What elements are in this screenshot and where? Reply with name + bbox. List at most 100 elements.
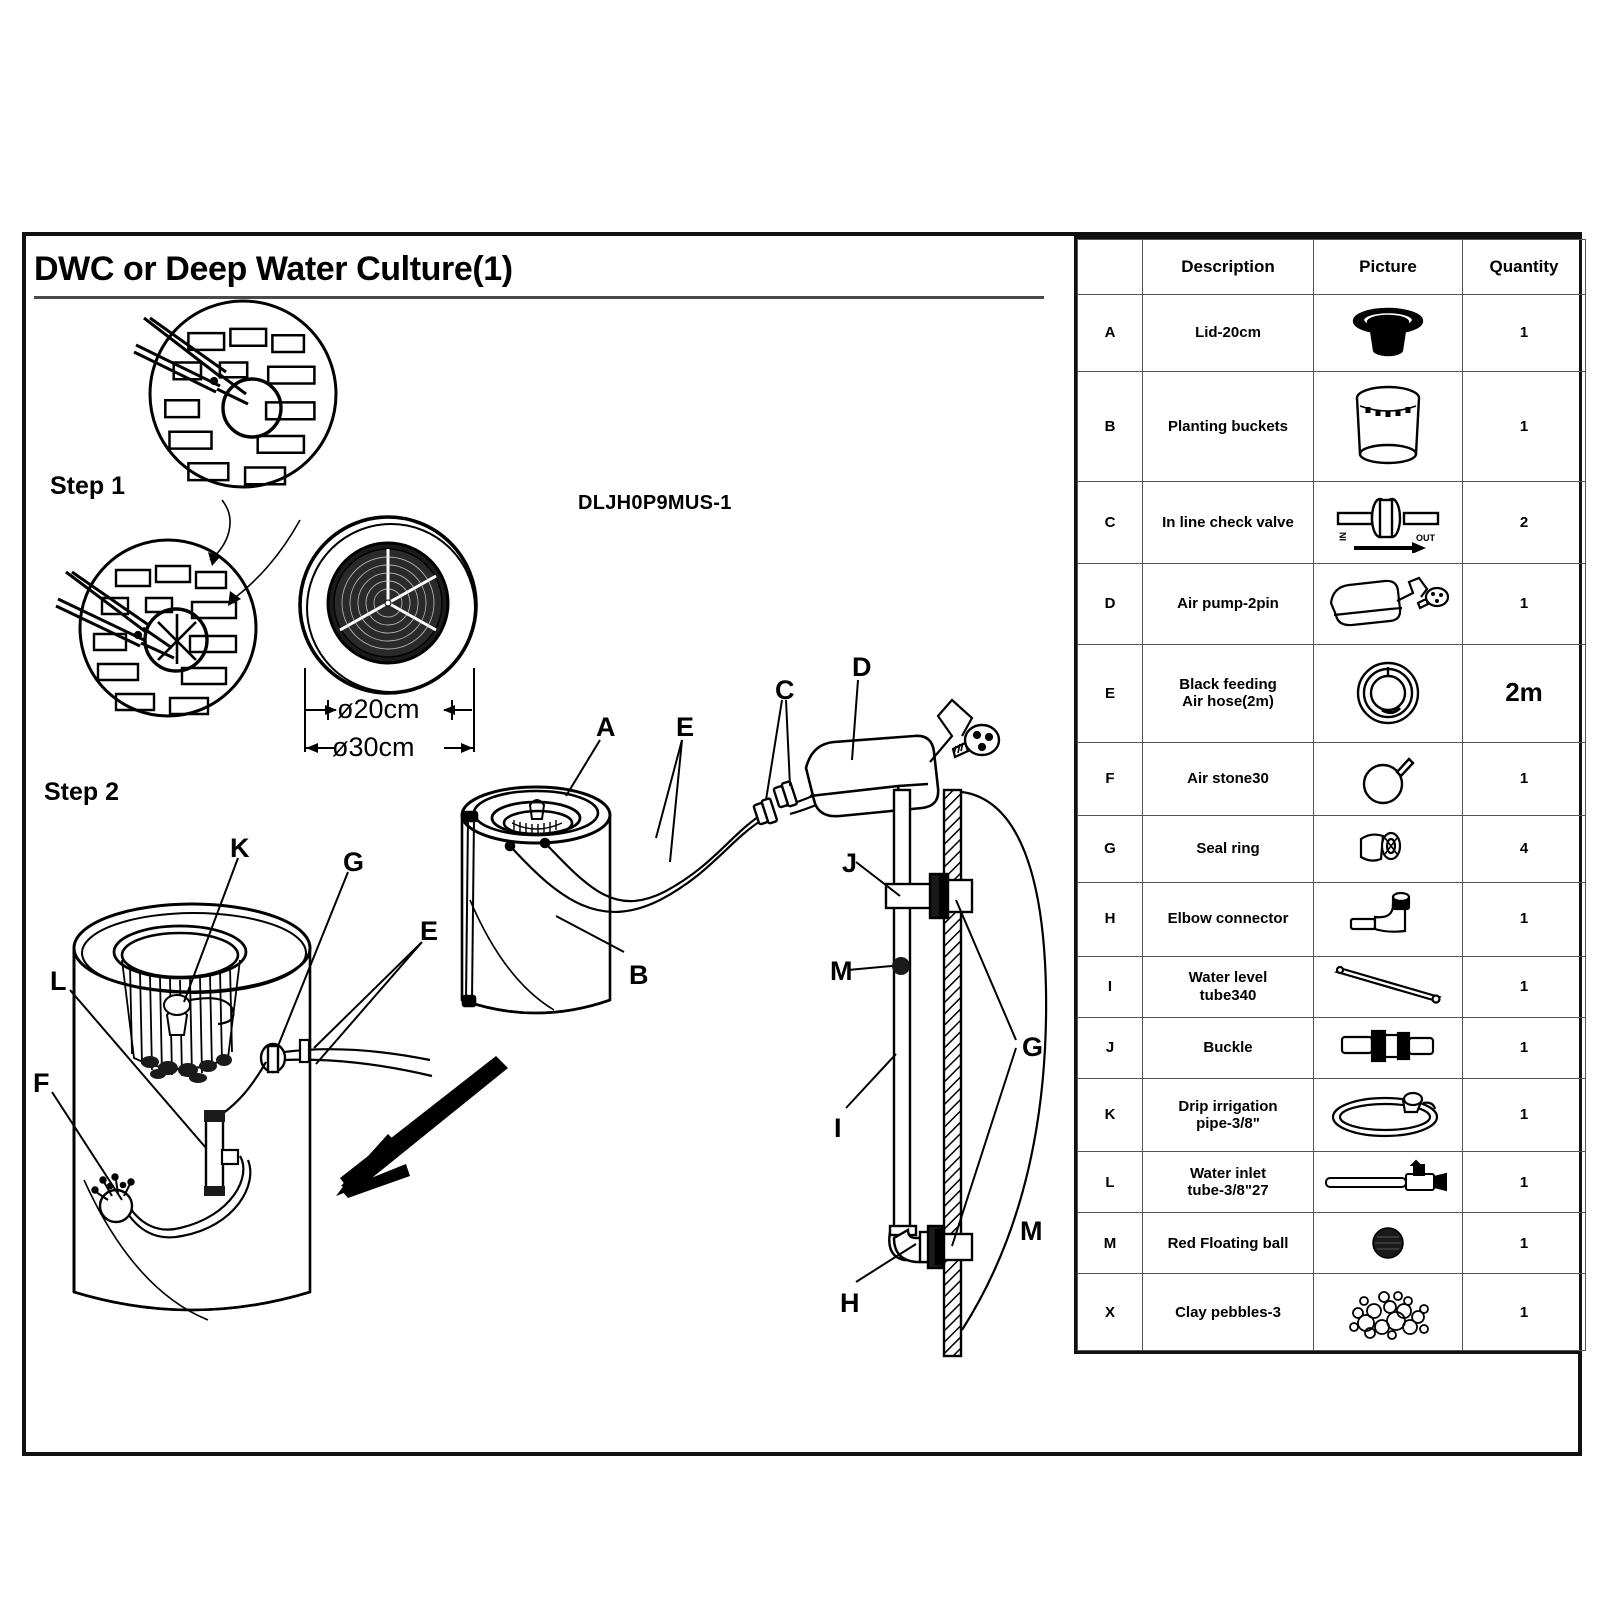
part-code-c: C — [1077, 480, 1143, 564]
part-code-e: E — [1077, 644, 1143, 743]
callout-m-6: M — [830, 956, 853, 986]
air-stone-icon — [1313, 741, 1463, 817]
product-code: DLJH0P9MUS-1 — [578, 492, 732, 514]
part-code-j: J — [1077, 1016, 1143, 1079]
part-quantity-b: 1 — [1462, 370, 1586, 482]
header-description: Description — [1142, 239, 1314, 295]
part-description-j: Buckle — [1142, 1016, 1314, 1079]
part-code-b: B — [1077, 370, 1143, 482]
callout-g-12: G — [343, 847, 365, 877]
inlet-tube-icon — [1313, 1151, 1463, 1214]
page-title: DWC or Deep Water Culture(1) — [34, 250, 513, 288]
svg-text:OUT: OUT — [1416, 533, 1436, 543]
elbow-connector-icon — [1313, 881, 1463, 957]
part-code-g: G — [1077, 815, 1143, 883]
part-description-f: Air stone30 — [1142, 741, 1314, 817]
part-code-i: I — [1077, 955, 1143, 1018]
part-quantity-f: 1 — [1462, 741, 1586, 817]
callout-i-7: I — [834, 1113, 842, 1143]
part-description-a: Lid-20cm — [1142, 294, 1314, 372]
part-quantity-i: 1 — [1462, 955, 1586, 1018]
check-valve-icon: IN OUT — [1313, 480, 1463, 564]
part-quantity-x: 1 — [1462, 1273, 1586, 1351]
part-code-l: L — [1077, 1151, 1143, 1214]
part-code-f: F — [1077, 741, 1143, 817]
callout-k-11: K — [230, 833, 250, 863]
part-description-x: Clay pebbles-3 — [1142, 1273, 1314, 1351]
callout-m-10: M — [1020, 1216, 1043, 1246]
part-description-m: Red Floating ball — [1142, 1212, 1314, 1275]
header-picture: Picture — [1313, 239, 1463, 295]
part-description-h: Elbow connector — [1142, 881, 1314, 957]
floating-ball-icon — [1313, 1212, 1463, 1275]
part-description-g: Seal ring — [1142, 815, 1314, 883]
part-description-c: In line check valve — [1142, 480, 1314, 564]
buckle-icon — [1313, 1016, 1463, 1079]
part-description-b: Planting buckets — [1142, 370, 1314, 482]
part-code-x: X — [1077, 1273, 1143, 1351]
part-quantity-k: 1 — [1462, 1077, 1586, 1153]
part-description-d: Air pump-2pin — [1142, 562, 1314, 646]
callout-j-5: J — [842, 848, 858, 878]
part-quantity-m: 1 — [1462, 1212, 1586, 1275]
header-code — [1077, 239, 1143, 295]
clay-pebbles-icon — [1313, 1273, 1463, 1351]
callout-f-15: F — [33, 1068, 50, 1098]
part-quantity-g: 4 — [1462, 815, 1586, 883]
part-code-d: D — [1077, 562, 1143, 646]
part-code-a: A — [1077, 294, 1143, 372]
callout-e-13: E — [420, 916, 439, 946]
callout-g-8: G — [1022, 1032, 1044, 1062]
callout-d-3: D — [852, 652, 872, 682]
part-quantity-h: 1 — [1462, 881, 1586, 957]
part-code-m: M — [1077, 1212, 1143, 1275]
part-code-k: K — [1077, 1077, 1143, 1153]
lid-icon — [1313, 294, 1463, 372]
callout-b-4: B — [629, 960, 649, 990]
step-1-label: Step 1 — [50, 472, 126, 500]
table-header-row: Description Picture Quantity — [1077, 239, 1586, 295]
part-code-h: H — [1077, 881, 1143, 957]
part-quantity-j: 1 — [1462, 1016, 1586, 1079]
bucket-icon — [1313, 370, 1463, 482]
part-quantity-c: 2 — [1462, 480, 1586, 564]
callout-l-14: L — [50, 966, 67, 996]
seal-ring-icon — [1313, 815, 1463, 883]
water-level-tube-icon — [1313, 955, 1463, 1018]
part-quantity-a: 1 — [1462, 294, 1586, 372]
air-pump-icon — [1313, 562, 1463, 646]
callout-h-9: H — [840, 1288, 860, 1318]
callout-e-1: E — [676, 712, 695, 742]
header-quantity: Quantity — [1462, 239, 1586, 295]
title-underline — [34, 296, 1044, 299]
part-quantity-d: 1 — [1462, 562, 1586, 646]
part-quantity-l: 1 — [1462, 1151, 1586, 1214]
inner-diameter-label: ø20cm — [337, 694, 420, 724]
svg-text:IN: IN — [1338, 532, 1348, 541]
drip-pipe-coil-icon — [1313, 1077, 1463, 1153]
outer-diameter-label: ø30cm — [332, 732, 415, 762]
step-2-label: Step 2 — [44, 778, 120, 806]
part-quantity-e: 2m — [1462, 644, 1586, 743]
air-hose-coil-icon — [1313, 644, 1463, 743]
